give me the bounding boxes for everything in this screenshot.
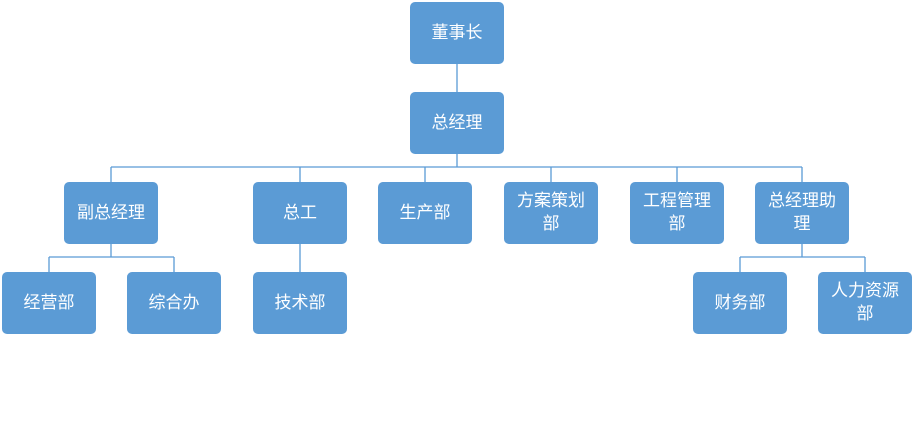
node-planning-dept: 方案策划部 bbox=[504, 182, 598, 244]
node-label: 总经理助理 bbox=[768, 191, 836, 234]
node-operations-dept: 经营部 bbox=[2, 272, 96, 334]
node-finance-dept: 财务部 bbox=[693, 272, 787, 334]
node-label: 经营部 bbox=[23, 292, 75, 313]
node-label: 财务部 bbox=[714, 292, 766, 313]
node-general-office: 综合办 bbox=[127, 272, 221, 334]
node-deputy-general-manager: 副总经理 bbox=[64, 182, 158, 244]
node-human-resources-dept: 人力资源部 bbox=[818, 272, 912, 334]
node-label: 副总经理 bbox=[77, 202, 145, 223]
node-label: 董事长 bbox=[431, 22, 483, 43]
node-label: 综合办 bbox=[148, 292, 200, 313]
node-label: 生产部 bbox=[399, 202, 451, 223]
node-label: 工程管理部 bbox=[643, 191, 711, 234]
node-engineering-management-dept: 工程管理部 bbox=[630, 182, 724, 244]
node-label: 技术部 bbox=[274, 292, 326, 313]
node-technology-dept: 技术部 bbox=[253, 272, 347, 334]
node-general-manager: 总经理 bbox=[410, 92, 504, 154]
node-label: 方案策划部 bbox=[517, 191, 585, 234]
node-chairman: 董事长 bbox=[410, 2, 504, 64]
node-label: 总工 bbox=[283, 202, 317, 223]
node-label: 总经理 bbox=[431, 112, 483, 133]
node-production-dept: 生产部 bbox=[378, 182, 472, 244]
node-gm-assistant: 总经理助理 bbox=[755, 182, 849, 244]
node-label: 人力资源部 bbox=[831, 281, 899, 324]
node-chief-engineer: 总工 bbox=[253, 182, 347, 244]
